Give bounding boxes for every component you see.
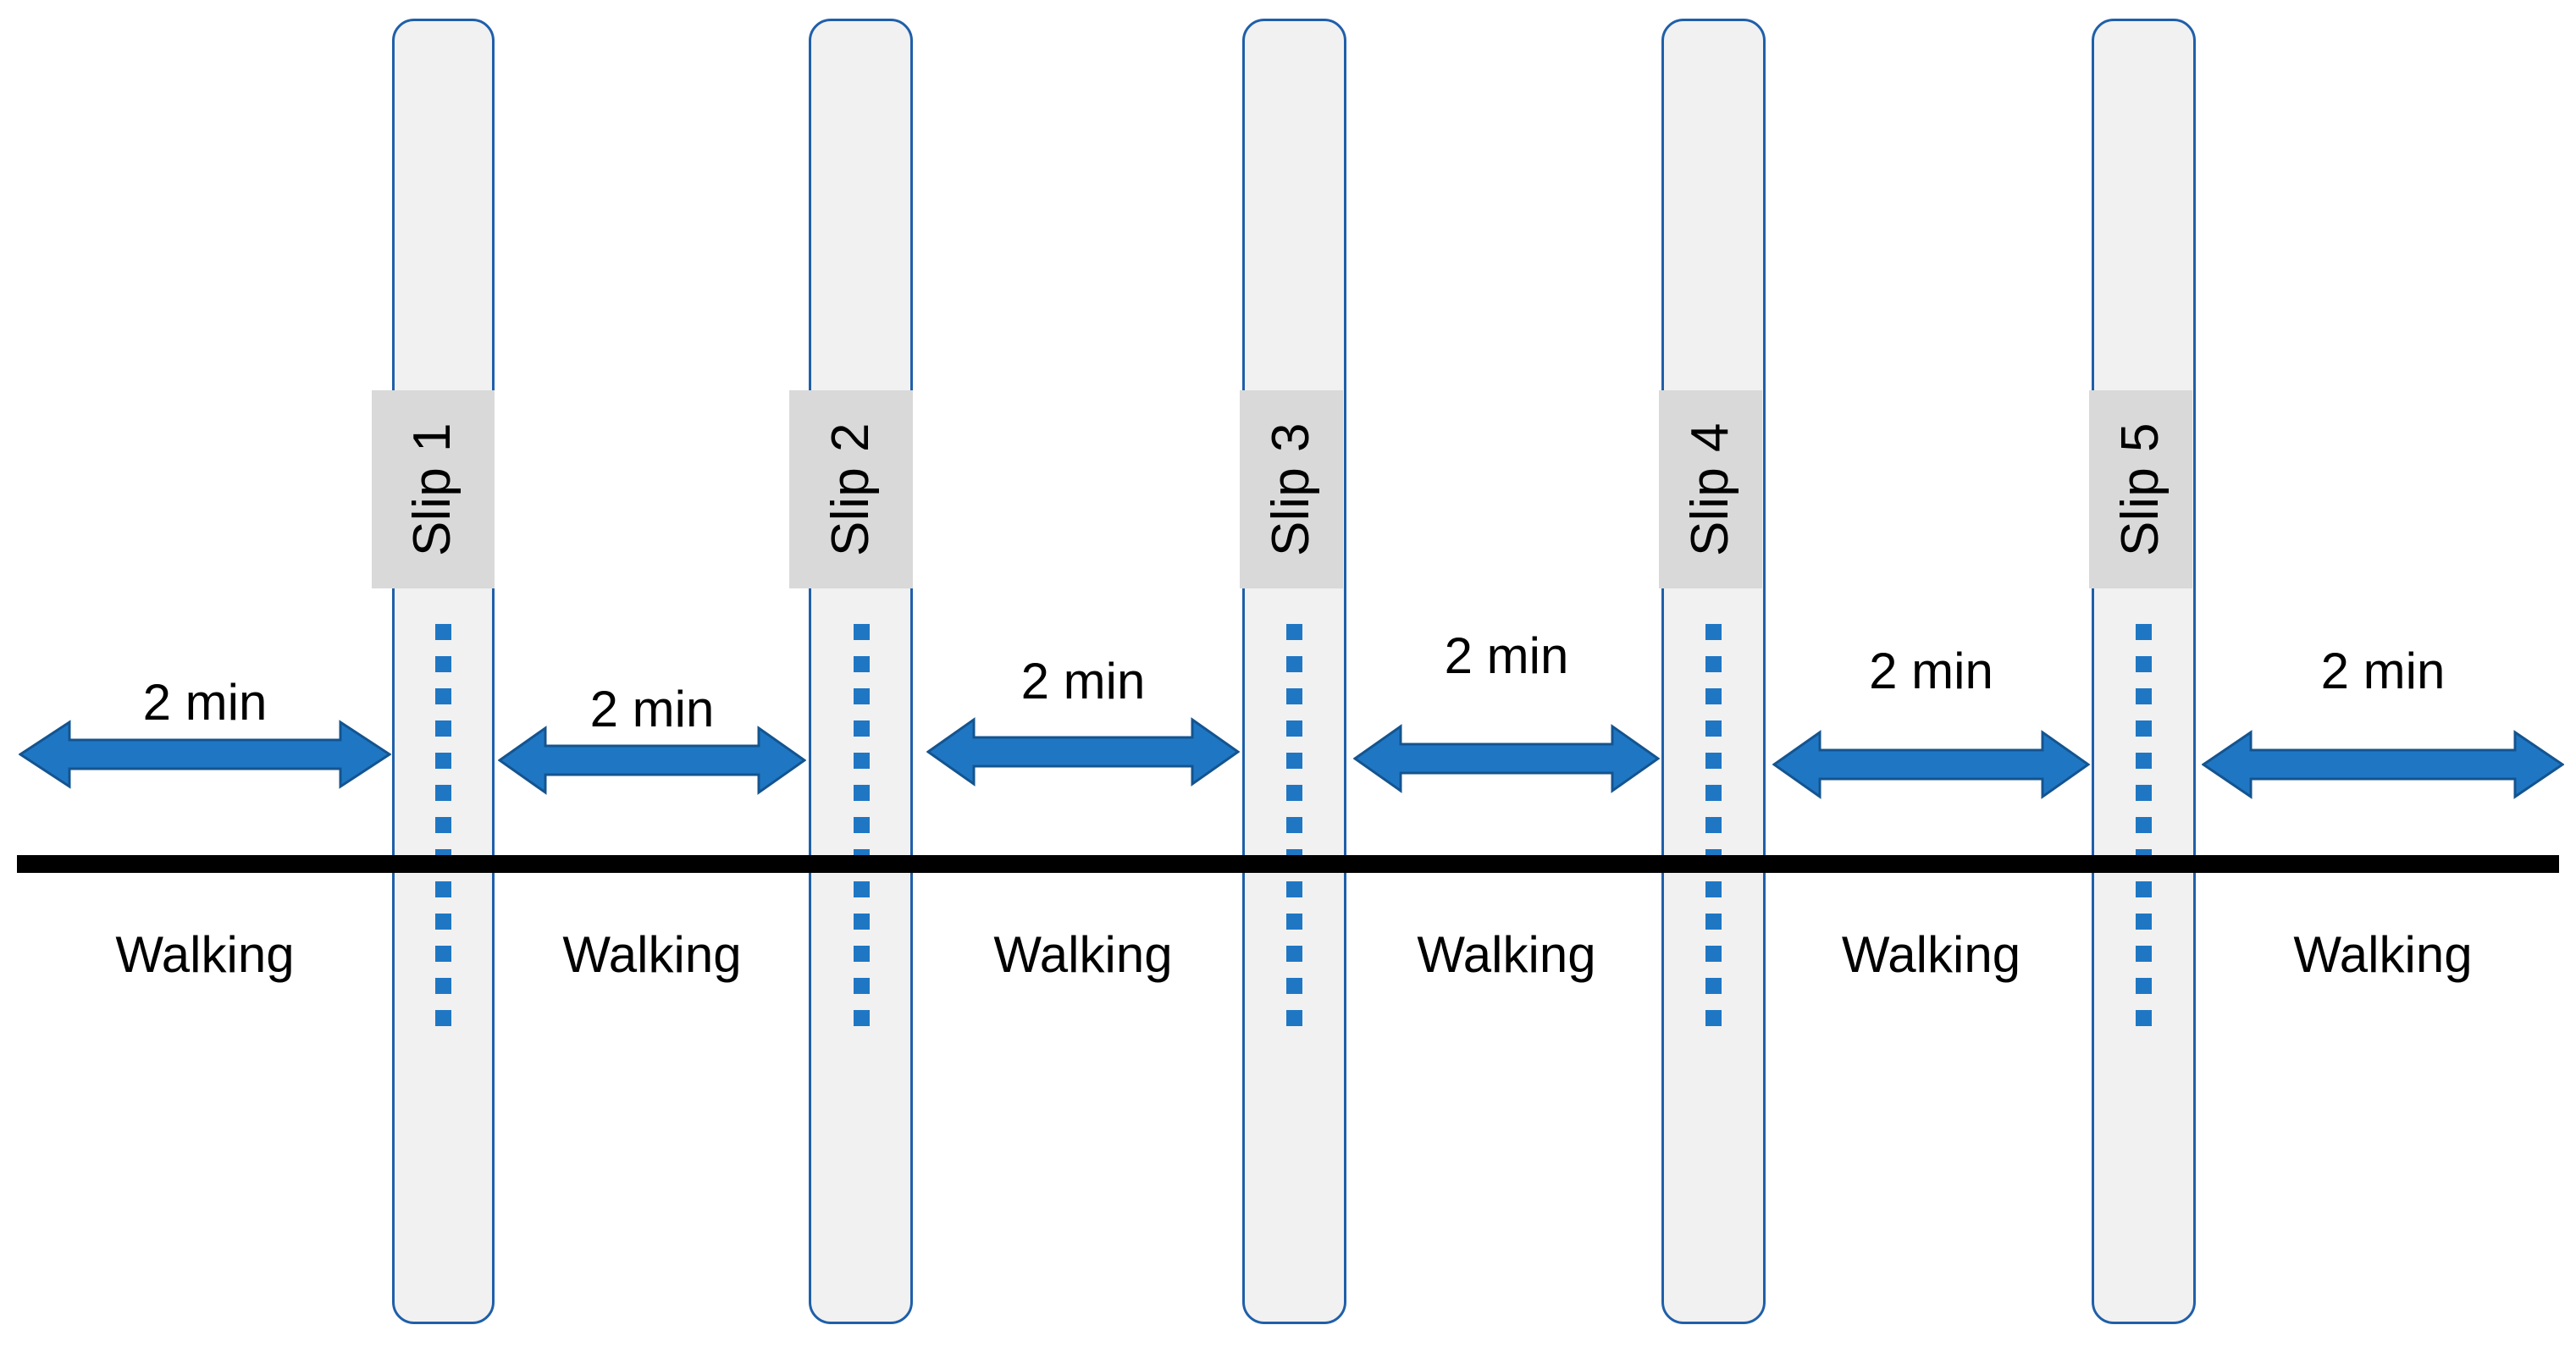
activity-label: Walking	[1417, 926, 1596, 983]
slip-label-plate: Slip 2	[789, 390, 913, 588]
slip-marker-dotted-line	[854, 624, 870, 1036]
slip-label-plate: Slip 4	[1659, 390, 1762, 588]
slip-label-plate: Slip 5	[2089, 390, 2192, 588]
slip-marker-dotted-line	[435, 624, 451, 1036]
slip-label-plate: Slip 3	[1240, 390, 1343, 588]
activity-label: Walking	[1841, 926, 2021, 983]
duration-label: 2 min	[1869, 643, 1993, 699]
duration-label: 2 min	[2320, 643, 2446, 699]
activity-label: Walking	[115, 926, 295, 983]
slip-label-text: Slip 1	[403, 422, 462, 557]
duration-label: 2 min	[1444, 627, 1569, 684]
duration-label: 2 min	[142, 674, 268, 731]
slip-label-text: Slip 2	[821, 422, 880, 557]
slip-marker-dotted-line	[2136, 624, 2152, 1036]
duration-arrow	[19, 718, 391, 791]
activity-label: Walking	[2293, 926, 2473, 983]
slip-label-text: Slip 4	[1681, 422, 1739, 557]
duration-arrow	[1772, 728, 2090, 801]
duration-label: 2 min	[589, 681, 715, 737]
activity-label: Walking	[562, 926, 742, 983]
duration-arrow	[926, 715, 1240, 788]
slip-label-text: Slip 5	[2111, 422, 2170, 557]
slip-marker-dotted-line	[1705, 624, 1722, 1036]
duration-label: 2 min	[1020, 653, 1146, 709]
walkway-line	[17, 855, 2559, 873]
duration-arrow	[2202, 728, 2564, 801]
duration-arrow	[498, 724, 806, 797]
slip-label-text: Slip 3	[1262, 422, 1320, 557]
activity-label: Walking	[993, 926, 1173, 983]
duration-arrow	[1353, 722, 1660, 795]
slip-label-plate: Slip 1	[372, 390, 495, 588]
slip-marker-dotted-line	[1286, 624, 1302, 1036]
